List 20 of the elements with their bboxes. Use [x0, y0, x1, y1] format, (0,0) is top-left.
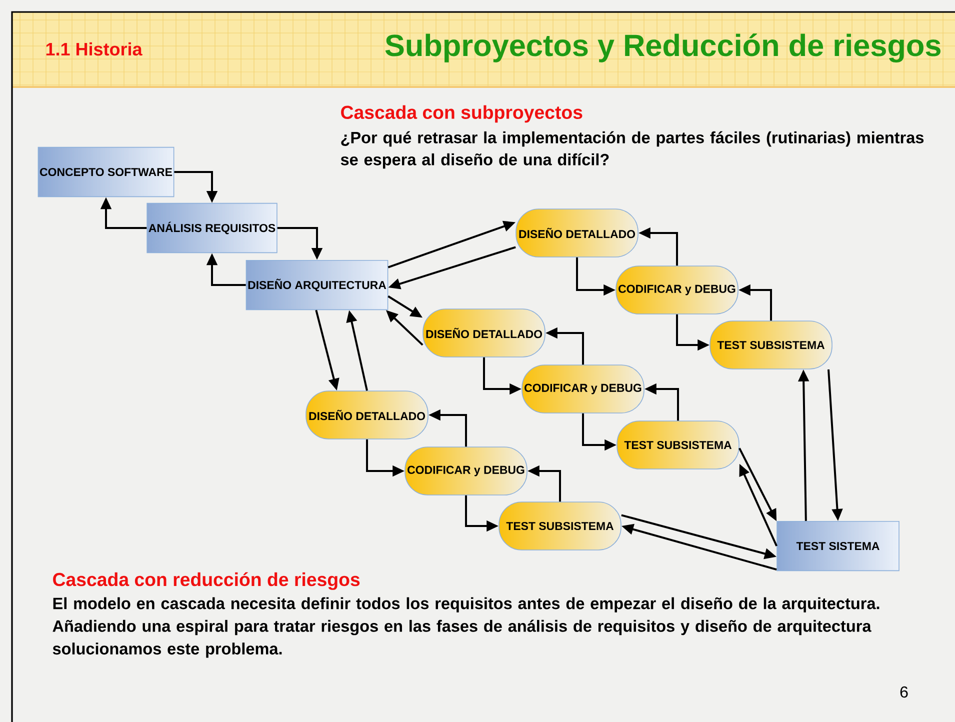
page-number: 6 [900, 686, 908, 698]
paragraph-text: El modelo en cascada necesita definir todos los requisitos antes de empezar el diseño de la arquitectura. Añadiendo una espiral para tratar riesgos en las fases de análisis de requisitos y diseño de arquitectura solucionamos este problema. [52, 597, 880, 658]
heading: Cascada con reducción de riesgos [53, 572, 360, 590]
process-pill: TEST SUBSISTEMA [498, 502, 622, 550]
process-box: CONCEPTO SOFTWARE [38, 146, 174, 198]
question-text: ¿Por qué retrasar la implementación de partes fáciles (rutinarias) mientras se espera al diseño de una difícil? [340, 131, 924, 169]
process-pill: DISEÑO DETALLADO [306, 390, 428, 440]
process-box: TEST SISTEMA [776, 520, 900, 572]
process-pill: DISEÑO DETALLADO [422, 308, 546, 358]
process-pill: CODIFICAR y DEBUG [616, 266, 738, 314]
process-pill: DISEÑO DETALLADO [516, 208, 638, 258]
slide-title: Subproyectos y Reducción de riesgos [385, 34, 940, 62]
section-label: 1.1 Historia [46, 42, 142, 56]
heading: Cascada con subproyectos [341, 105, 582, 123]
process-pill: TEST SUBSISTEMA [710, 320, 832, 370]
process-pill: CODIFICAR y DEBUG [404, 446, 528, 496]
process-box: DISEÑO ARQUITECTURA [246, 260, 388, 310]
process-pill: CODIFICAR y DEBUG [522, 364, 644, 414]
process-pill: TEST SUBSISTEMA [616, 420, 740, 470]
process-box: ANÁLISIS REQUISITOS [146, 202, 278, 254]
